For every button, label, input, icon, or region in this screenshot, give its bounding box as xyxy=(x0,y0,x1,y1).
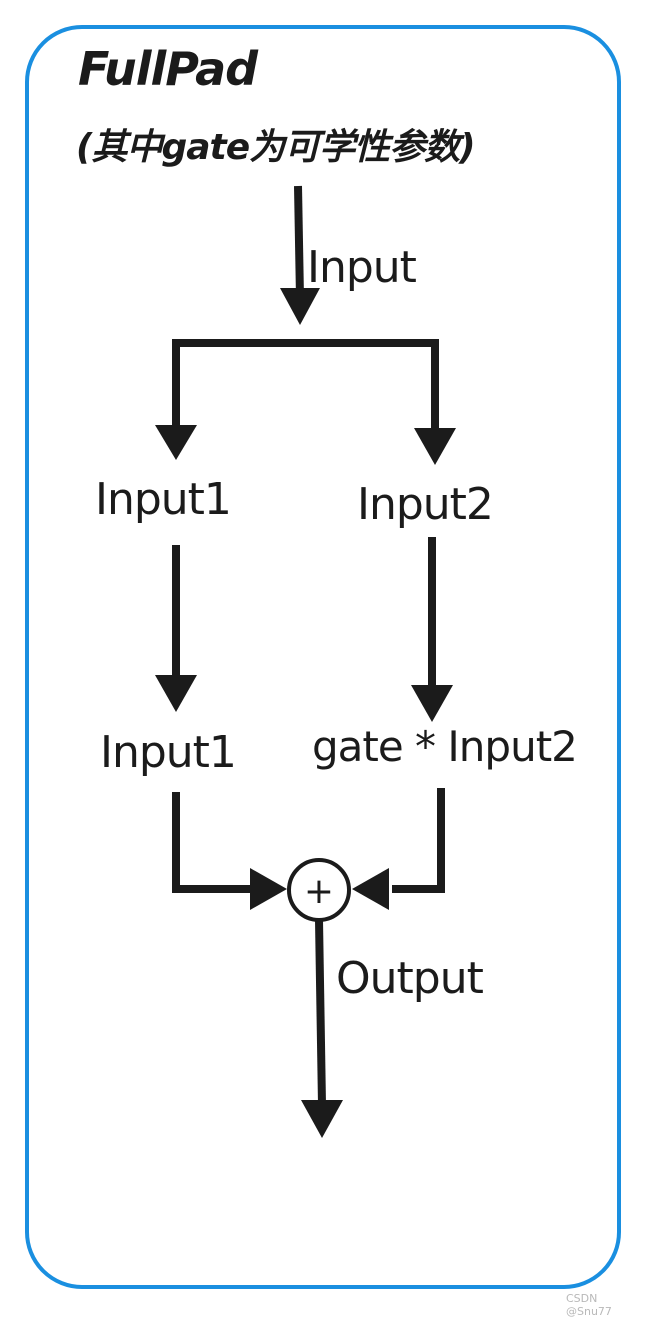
left-split-arrowhead-icon xyxy=(155,425,197,460)
split-connector xyxy=(172,339,439,432)
node-input: Input xyxy=(307,242,417,293)
sum-operator-icon: + xyxy=(304,871,334,912)
right-arrowhead-icon xyxy=(411,685,453,722)
left-arrowhead-icon xyxy=(155,675,197,712)
sum-operator-circle xyxy=(287,858,351,922)
node-input1-top: Input1 xyxy=(95,474,232,525)
input-arrowhead-icon xyxy=(280,288,320,325)
diagram-subtitle: (其中gate为可学性参数) xyxy=(76,127,476,168)
diagram-title: FullPad xyxy=(78,42,258,96)
right-merge-connector xyxy=(392,788,445,893)
node-output: Output xyxy=(336,953,484,1004)
right-split-arrowhead-icon xyxy=(414,428,456,465)
left-merge-arrowhead-icon xyxy=(250,868,287,910)
left-merge-connector xyxy=(172,792,255,893)
output-arrowhead-icon xyxy=(301,1100,343,1138)
watermark: CSDN @Snu77 xyxy=(566,1292,612,1318)
right-merge-arrowhead-icon xyxy=(352,868,389,910)
input-arrow-shaft xyxy=(294,185,304,299)
node-input2-top: Input2 xyxy=(357,479,494,530)
node-gated-input2: gate * Input2 xyxy=(312,722,578,771)
node-input1-bottom: Input1 xyxy=(100,727,237,778)
output-arrow-shaft xyxy=(315,919,326,1106)
diagram-frame xyxy=(25,25,621,1289)
